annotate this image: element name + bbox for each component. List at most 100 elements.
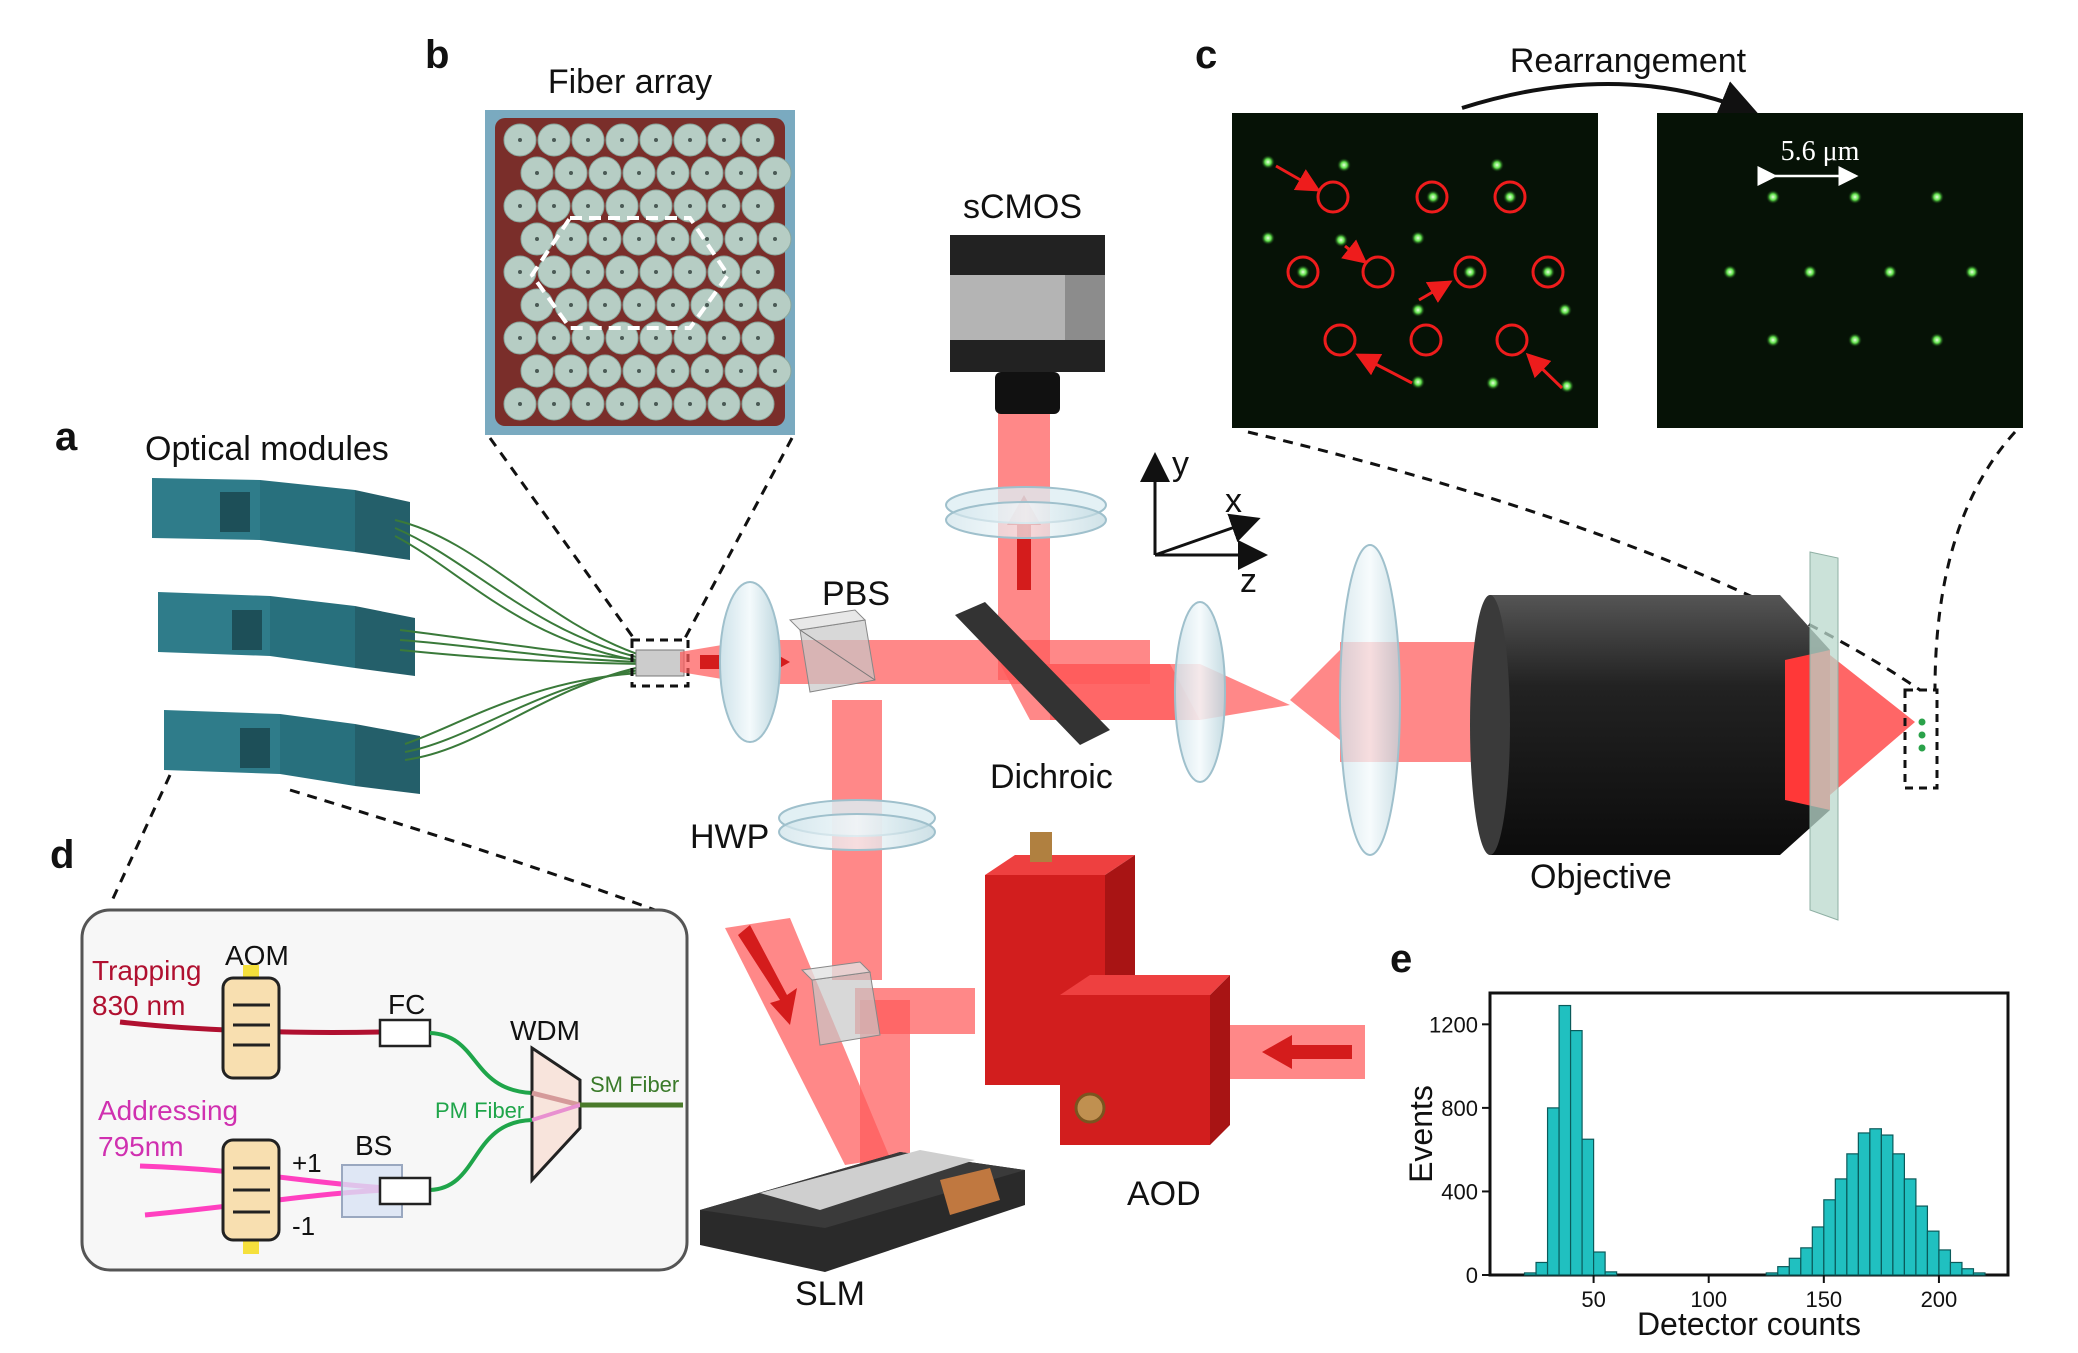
panel-label-c: c <box>1195 33 1217 77</box>
bs-label: BS <box>355 1130 392 1161</box>
histogram-bar <box>1846 1153 1859 1276</box>
optical-module <box>152 478 410 560</box>
fiber-core-center <box>722 204 726 208</box>
objective-label: Objective <box>1530 858 1672 896</box>
pm-fiber-label: PM Fiber <box>435 1098 524 1123</box>
atom-spot <box>1337 158 1351 172</box>
fiber-core-center <box>671 171 675 175</box>
pbs-cube <box>788 609 876 693</box>
atom-spot <box>1766 333 1780 347</box>
fiber-core-center <box>773 369 777 373</box>
focal-spot-box <box>1903 688 1939 790</box>
fiber-core-center <box>654 138 658 142</box>
histogram-bar <box>1811 1226 1825 1276</box>
histogram-bar <box>1569 1029 1583 1276</box>
fc-label: FC <box>388 989 425 1020</box>
atom-spot <box>1965 265 1979 279</box>
atom-spot <box>1883 265 1897 279</box>
histogram-bar <box>1915 1205 1929 1276</box>
histogram-bars <box>1523 1004 1986 1276</box>
zoom-line <box>1933 430 2017 691</box>
slm-device <box>700 1150 1025 1272</box>
x-axis-label: Detector counts <box>1637 1306 1861 1342</box>
half-wave-plate <box>778 799 936 851</box>
fiber-core-center <box>552 402 556 406</box>
histogram-bar <box>1857 1132 1871 1276</box>
histogram-bar <box>1834 1178 1848 1276</box>
fiber-core-center <box>654 204 658 208</box>
atom-spot <box>1848 333 1862 347</box>
fiber-core-center <box>620 138 624 142</box>
atom-spot <box>1463 265 1477 279</box>
atom-spots-after <box>1723 190 1979 347</box>
optical-module <box>164 710 420 794</box>
x-tick-label: 200 <box>1921 1287 1958 1312</box>
fiber-core-center <box>756 336 760 340</box>
axis-label-x: x <box>1225 482 1242 520</box>
fiber-core-center <box>654 270 658 274</box>
fiber-core-center <box>569 171 573 175</box>
zoom-line <box>488 437 637 641</box>
focal-atoms <box>1918 718 1926 752</box>
coordinate-axes <box>1140 452 1268 570</box>
dichroic-label: Dichroic <box>990 758 1113 796</box>
fiber-core-center <box>586 336 590 340</box>
panel-label-a: a <box>55 415 78 459</box>
objective <box>1470 595 1915 855</box>
aod-label: AOD <box>1127 1175 1201 1213</box>
fiber-core-center <box>756 402 760 406</box>
hwp-label: HWP <box>690 818 769 856</box>
fiber-tip <box>635 649 685 677</box>
atom-spot <box>1486 376 1500 390</box>
histogram-bar <box>1892 1153 1906 1276</box>
fiber-core-center <box>586 204 590 208</box>
fiber-core-center <box>603 369 607 373</box>
fiber-core-center <box>518 336 522 340</box>
fiber-core-center <box>688 270 692 274</box>
fiber-core-center <box>620 402 624 406</box>
histogram-bar <box>1788 1257 1802 1276</box>
fiber-core-center <box>722 138 726 142</box>
atom-spot <box>1411 375 1425 389</box>
fiber-core-center <box>518 402 522 406</box>
histogram-bar <box>1765 1272 1779 1276</box>
lens-vertical <box>945 486 1107 539</box>
atom-spot <box>1766 190 1780 204</box>
lens <box>1339 544 1401 856</box>
atom-spot <box>1261 231 1275 245</box>
atom-spot <box>1411 303 1425 317</box>
fiber-cores <box>503 123 792 421</box>
fiber-core-center <box>654 402 658 406</box>
trapping-wavelength: 830 nm <box>92 990 185 1021</box>
scmos-label: sCMOS <box>963 188 1082 226</box>
fiber-core-center <box>637 369 641 373</box>
fiber-core-center <box>637 171 641 175</box>
y-tick-label: 800 <box>1441 1096 1478 1121</box>
atom-spot <box>1558 303 1572 317</box>
fiber-core-center <box>773 171 777 175</box>
histogram-bar <box>1961 1268 1975 1276</box>
fiber-core-center <box>688 138 692 142</box>
x-tick-label: 150 <box>1805 1287 1842 1312</box>
histogram-bar <box>1581 1138 1595 1276</box>
minus-one-order: -1 <box>292 1211 315 1241</box>
defect-markers <box>1275 164 1565 390</box>
pbs-label: PBS <box>822 575 890 613</box>
fiber-core-center <box>756 270 760 274</box>
atom-image-after <box>1657 113 2023 428</box>
rearrangement-title: Rearrangement <box>1510 42 1747 80</box>
fiber-core-center <box>637 237 641 241</box>
atom-spot <box>1296 265 1310 279</box>
fiber-core-center <box>518 270 522 274</box>
zoom-line <box>289 788 656 912</box>
fiber-core-center <box>671 237 675 241</box>
fiber-tip-box <box>630 638 690 688</box>
fiber-core-center <box>773 237 777 241</box>
panel-label-e: e <box>1390 937 1412 981</box>
fiber-core-center <box>739 171 743 175</box>
fiber-core-center <box>705 237 709 241</box>
fiber-core-center <box>518 138 522 142</box>
histogram-bar <box>1949 1261 1963 1276</box>
aod-device <box>985 832 1230 1145</box>
